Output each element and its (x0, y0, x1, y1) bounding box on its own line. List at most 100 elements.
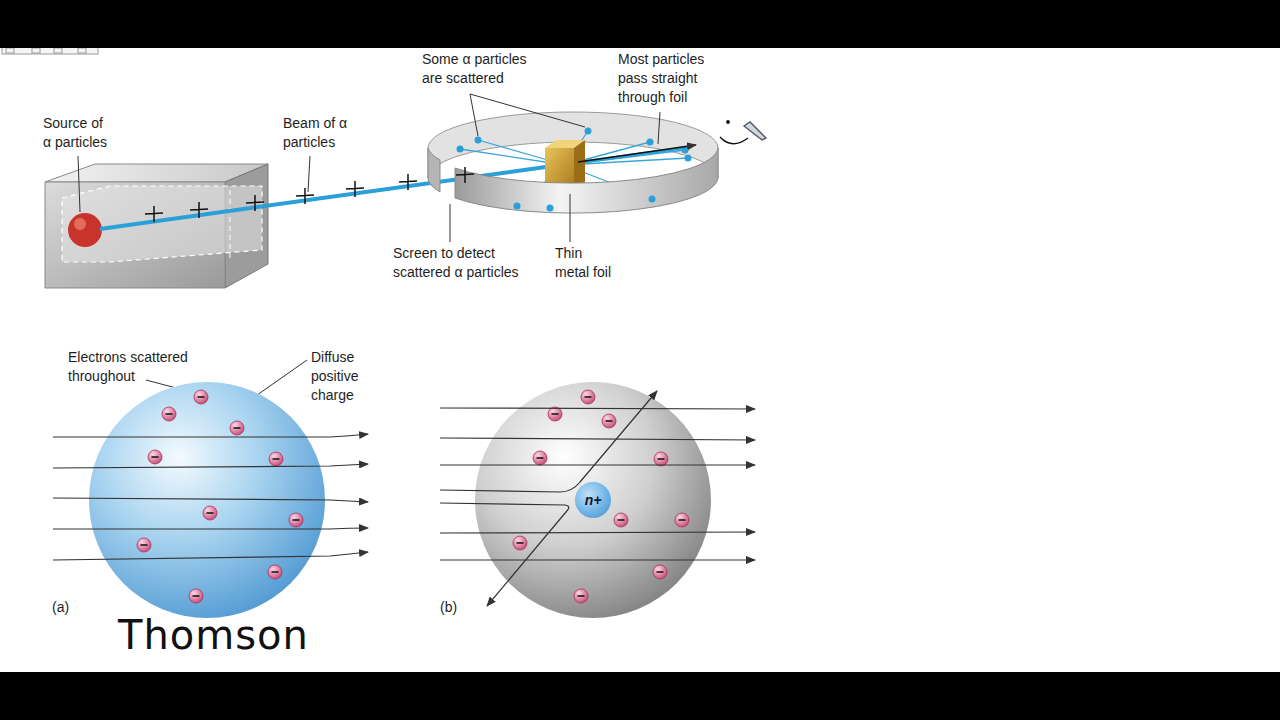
drawing-line (552, 413, 559, 415)
drawing-line (606, 420, 613, 422)
drawing-path (53, 464, 368, 468)
drawing-rect (6, 48, 14, 53)
handwritten-plus-marks (145, 167, 474, 222)
drawing-circle (162, 407, 176, 421)
drawing-circle (514, 203, 521, 210)
drawing-circle (137, 538, 151, 552)
handwritten-note: Thomson (118, 612, 338, 658)
drawing-line (78, 156, 80, 212)
drawing-circle (654, 452, 668, 466)
drawing-path (440, 464, 755, 465)
drawing-path (53, 498, 368, 502)
drawing-circle (649, 196, 656, 203)
nuclear-atom (475, 382, 711, 618)
alpha-paths-a (53, 434, 368, 560)
drawing-line (293, 519, 300, 521)
drawing-line (193, 595, 200, 597)
drawing-circle (727, 121, 729, 123)
drawing-circle (653, 565, 667, 579)
drawing-circle (513, 536, 527, 550)
drawing-line (658, 112, 660, 144)
panel-letter: (a) (52, 598, 92, 617)
callout-label: Electrons scattered throughout (68, 348, 198, 386)
drawing-path (53, 528, 368, 529)
callout-label: Some α particles are scattered (422, 50, 540, 88)
top-bar (0, 0, 1280, 48)
drawing-circle (647, 139, 654, 146)
smiley (720, 121, 766, 144)
callout-label: Diffuse positive charge (311, 348, 373, 405)
drawing-line (517, 542, 524, 544)
drawing-line (141, 544, 148, 546)
screen-ring-front (455, 148, 718, 213)
drawing-line (657, 571, 664, 573)
drawing-circle (475, 137, 482, 144)
drawing-line (308, 156, 310, 192)
drawing-line (234, 427, 241, 429)
drawing-path (440, 559, 755, 560)
drawing-line (679, 519, 686, 521)
electrons-b (513, 390, 689, 603)
drawing-rect (2, 46, 98, 54)
drawing-circle (574, 589, 588, 603)
drawing-circle (289, 513, 303, 527)
drawing-path (53, 434, 368, 437)
drawing-line (450, 204, 451, 242)
drawing-circle (68, 213, 102, 247)
drawing-line (272, 571, 279, 573)
drawing-circle (602, 414, 616, 428)
drawing-line (578, 595, 585, 597)
nucleus-charge: n+ (585, 492, 602, 508)
drawing-line (470, 94, 585, 127)
drawing-path (440, 408, 755, 409)
drawing-line (585, 396, 592, 398)
handwritten-arrow (578, 145, 696, 162)
drawing-path (346, 181, 364, 197)
alpha-paths-b (440, 391, 755, 606)
drawing-line (198, 396, 205, 398)
drawing-path (246, 195, 264, 211)
drawing-line (570, 194, 571, 242)
drawing-path (440, 503, 569, 606)
nucleus-circle: n+ (575, 482, 611, 518)
drawing-circle (230, 421, 244, 435)
drawing-line (470, 94, 478, 136)
drawing-path (190, 202, 208, 218)
drawing-circle (581, 390, 595, 404)
callout-label: Beam of α particles (283, 114, 351, 152)
drawing-circle (74, 218, 86, 230)
drawing-path (53, 552, 368, 560)
drawing-line (618, 519, 625, 521)
drawing-circle (533, 451, 547, 465)
drawing-circle (585, 128, 592, 135)
drawing-circle (148, 450, 162, 464)
callout-label: Source of α particles (43, 114, 111, 152)
detection-dots (457, 128, 692, 212)
drawing-rect (32, 48, 40, 53)
drawing-line (273, 458, 280, 460)
drawing-line (166, 413, 173, 415)
drawing-path (456, 167, 474, 183)
drawing-path (744, 122, 766, 140)
drawing-path (720, 137, 748, 144)
electrons-a (137, 390, 303, 603)
callout-label: Thin metal foil (555, 244, 617, 282)
drawing-circle (614, 513, 628, 527)
drawing-circle (203, 506, 217, 520)
drawing-circle (685, 155, 692, 162)
drawing-line (658, 458, 665, 460)
drawing-circle (547, 205, 554, 212)
drawing-circle (457, 146, 464, 153)
drawing-path (296, 188, 314, 204)
drawing-path (440, 391, 657, 492)
drawing-circle (189, 589, 203, 603)
toolbar-icons (2, 46, 98, 54)
drawing-rect (54, 48, 62, 53)
drawing-circle (269, 452, 283, 466)
drawing-line (152, 456, 159, 458)
drawing-polygon (62, 186, 262, 262)
drawing-path (145, 206, 163, 222)
callout-label: Most particles pass straight through foi… (618, 50, 718, 107)
drawing-circle (194, 390, 208, 404)
